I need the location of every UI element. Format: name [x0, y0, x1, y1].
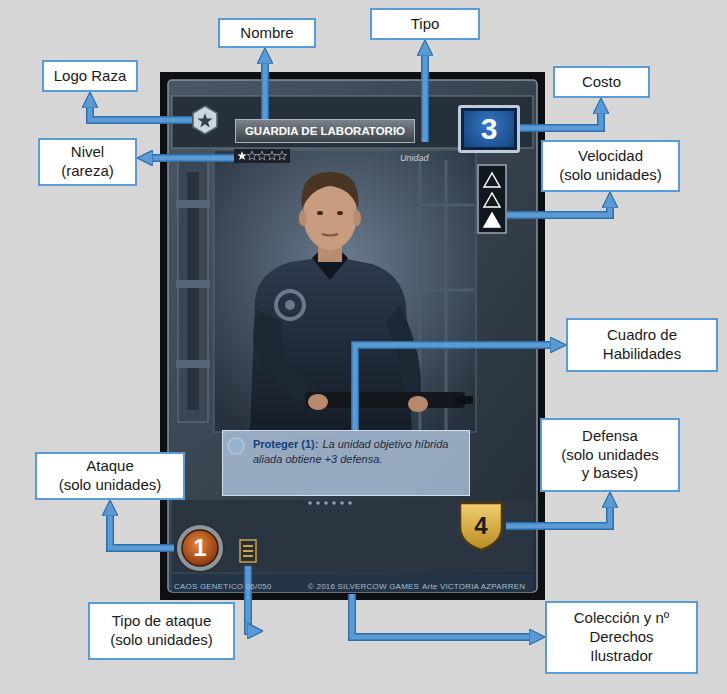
attack-ring-outer: [176, 524, 224, 572]
race-logo: [193, 106, 217, 134]
callout-arrow: [90, 106, 192, 120]
attack-type-icon: [240, 540, 256, 562]
callout-box: Costo: [553, 66, 650, 98]
callout-label: Cuadro de Habilidades: [603, 326, 681, 364]
card-type-text: Unidad: [400, 153, 429, 163]
defense-value: 4: [474, 512, 487, 540]
connector-outline: [151, 154, 234, 162]
callout-label: Nivel (rareza): [61, 143, 114, 181]
callout-box: Defensa (solo unidades y bases): [540, 418, 680, 492]
callout-label: Colección y nº Derechos Ilustrador: [574, 609, 670, 665]
callout-arrow: [263, 62, 268, 119]
side-pipes: [176, 160, 210, 422]
callout-arrow: [506, 506, 610, 526]
callout-box: Logo Raza: [42, 60, 138, 92]
callout-arrow: [110, 514, 174, 548]
callout-label: Ataque (solo unidades): [59, 457, 162, 495]
card-border: [160, 72, 545, 600]
connector-outline: [352, 594, 531, 637]
callout-arrow: [520, 112, 601, 128]
callout-arrow: [355, 345, 552, 430]
game-card: UnidadCAOS GENETICO 06/050 © 2016 SILVERC…: [160, 72, 545, 600]
footer-strip: [172, 574, 533, 592]
callout-label: Tipo de ataque (solo unidades): [110, 612, 213, 650]
callout-label: Nombre: [240, 24, 293, 43]
callout-arrow: [151, 156, 234, 161]
attack-value: 1: [193, 534, 206, 562]
artist-credit: Arte VICTORIA AZPARREN: [422, 582, 525, 591]
callout-box: Colección y nº Derechos Ilustrador: [545, 601, 698, 674]
attack-ring-inner: [182, 530, 218, 566]
callout-box: Ataque (solo unidades): [35, 452, 185, 500]
attack-circle: 1: [174, 522, 226, 574]
text-slot: Arte VICTORIA AZPARREN: [422, 575, 525, 593]
callout-box: Velocidad (solo unidades): [541, 140, 680, 192]
cost-value: 3: [481, 112, 498, 146]
callout-arrow: [423, 54, 428, 142]
callout-box: Tipo: [370, 8, 480, 40]
connector-outline: [261, 62, 269, 119]
text-slot: Unidad: [400, 147, 429, 165]
art-window: [214, 150, 476, 432]
callout-label: Defensa (solo unidades y bases): [561, 427, 659, 483]
connector-outline: [90, 106, 192, 120]
connector-outline: [520, 112, 601, 128]
connector-outline: [507, 206, 610, 215]
connector-outline: [355, 345, 552, 430]
connector-outline: [110, 514, 174, 548]
lower-panel: [172, 500, 533, 572]
callout-box: Tipo de ataque (solo unidades): [88, 602, 235, 660]
callout-label: Tipo: [411, 15, 440, 34]
defense-shield: 4: [456, 499, 506, 553]
card-name: GUARDIA DE LABORATORIO: [245, 125, 405, 137]
copyright-text: © 2016 SILVERCOW GAMES: [308, 582, 419, 591]
callout-box: Nivel (rareza): [38, 138, 137, 186]
level-stars: [234, 149, 290, 163]
connector-outline: [248, 566, 249, 631]
cost-box: 3: [458, 105, 520, 153]
callout-label: Costo: [582, 73, 621, 92]
name-banner: GUARDIA DE LABORATORIO: [235, 119, 415, 143]
callout-arrow: [352, 594, 531, 637]
callout-arrow: [248, 566, 249, 631]
shield-shape: [460, 503, 502, 550]
callout-arrow: [507, 206, 610, 215]
connector-outline: [506, 506, 610, 526]
guard-figure: [250, 172, 473, 432]
text-slot: © 2016 SILVERCOW GAMES: [308, 575, 419, 593]
page-dots: [308, 501, 352, 505]
corridor-lines: [420, 160, 474, 430]
callout-label: Velocidad (solo unidades): [559, 147, 662, 185]
callout-box: Cuadro de Habilidades: [566, 318, 718, 372]
connector-outline: [421, 54, 429, 142]
collection-number: CAOS GENETICO 06/050: [174, 582, 271, 591]
callout-label: Logo Raza: [54, 67, 127, 86]
text-slot: CAOS GENETICO 06/050: [174, 575, 271, 593]
speed-indicator: [478, 165, 506, 233]
ability-box: Proteger (1):La unidad objetivo híbrida …: [222, 430, 470, 496]
callout-box: Nombre: [218, 18, 316, 48]
ability-name: Proteger (1):: [253, 438, 318, 450]
